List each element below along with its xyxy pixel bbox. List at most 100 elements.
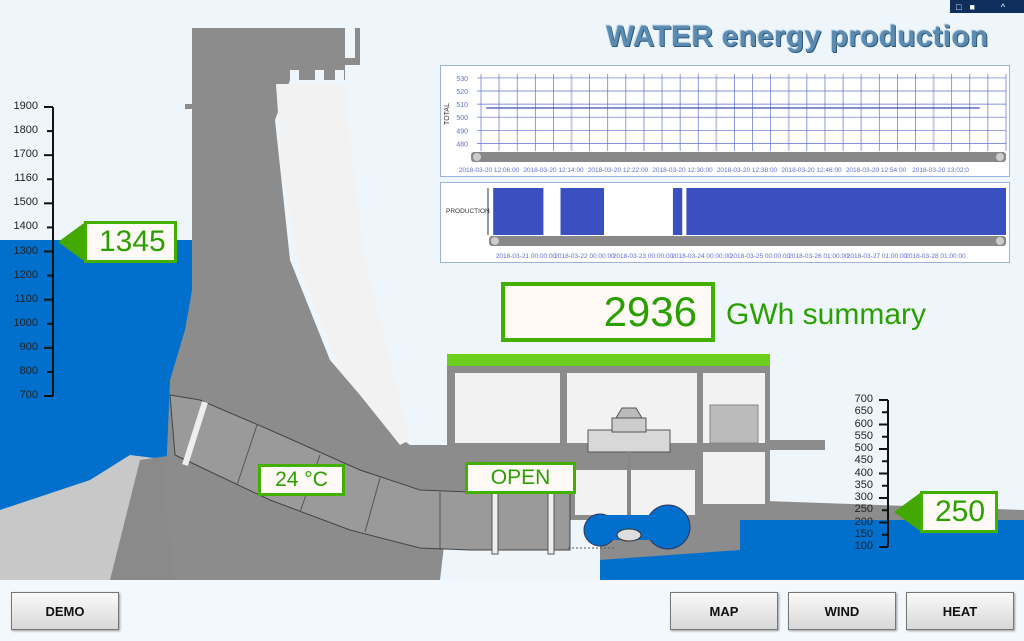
x-tick-label: 2018-03-24 00:00:00 xyxy=(671,253,732,260)
dam-face xyxy=(276,84,410,445)
scale-tick-label: 1400 xyxy=(13,220,38,233)
scale-tick-label: 600 xyxy=(854,417,873,430)
powerhouse-room xyxy=(703,452,765,504)
scale-tick-label: 1000 xyxy=(13,316,38,329)
x-tick-label: 2018-03-21 00:00:00 xyxy=(496,253,557,260)
production-scrollbar[interactable] xyxy=(489,236,1006,246)
pointer-arrow-icon xyxy=(58,223,84,261)
lower-level-value: 250 xyxy=(920,491,998,533)
scale-tick-label: 650 xyxy=(854,405,873,418)
scroll-right-icon[interactable] xyxy=(996,237,1004,245)
lower-level-indicator: 250 xyxy=(894,491,998,533)
powerhouse-room xyxy=(455,373,560,443)
collapse-icon[interactable]: ^ xyxy=(1000,1,1006,12)
y-tick-label: 500 xyxy=(456,115,468,122)
y-tick-label: 530 xyxy=(456,76,468,83)
turbine xyxy=(616,528,642,542)
dam-crenel xyxy=(290,70,299,80)
scale-tick-label: 450 xyxy=(854,454,873,467)
heat-button[interactable]: HEAT xyxy=(906,592,1014,630)
generator xyxy=(587,429,671,453)
production-bar xyxy=(493,188,544,235)
scale-tick-label: 900 xyxy=(19,340,38,353)
temperature-label: 24 °C xyxy=(258,464,345,496)
scale-ticks xyxy=(44,106,888,548)
x-tick-label: 2018-03-20 13:02:0 xyxy=(912,167,969,174)
summary-unit: GWh summary xyxy=(726,298,927,331)
scroll-right-icon[interactable] xyxy=(996,153,1004,161)
penstock-ring xyxy=(182,401,208,466)
y-tick-label: 510 xyxy=(456,102,468,109)
upper-level-indicator: 1345 xyxy=(58,221,177,263)
x-tick-label: 2018-03-20 12:38:00 xyxy=(717,167,778,174)
scale-tick-label: 550 xyxy=(854,429,873,442)
x-tick-label: 2018-03-26 01:00:00 xyxy=(788,253,849,260)
scale-tick-label: 700 xyxy=(19,389,38,401)
scale-tick-label: 150 xyxy=(854,527,873,540)
demo-button[interactable]: DEMO xyxy=(11,592,119,630)
turbine-shaft xyxy=(627,452,631,527)
scale-tick-label: 1160 xyxy=(14,172,38,185)
upper-level-value: 1345 xyxy=(84,221,177,263)
dam-crenel xyxy=(315,70,324,80)
y-tick-label: 490 xyxy=(456,128,468,135)
x-tick-label: 2018-03-22 00:00:00 xyxy=(554,253,615,260)
penstock-joint xyxy=(364,477,381,533)
valve-state-label[interactable]: OPEN xyxy=(465,462,576,494)
scale-tick-label: 1300 xyxy=(13,244,38,257)
y-axis-label: PRODUCTION xyxy=(446,208,490,215)
page-title: WATER energy production xyxy=(606,20,989,53)
scale-tick-label: 100 xyxy=(854,540,873,552)
x-tick-label: 2018-03-20 12:46:00 xyxy=(781,167,842,174)
scale-tick-label: 1100 xyxy=(14,292,38,305)
production-chart-canvas: PRODUCTION 2018-03-21 00:00:002018-03-22 … xyxy=(446,188,1006,260)
scale-tick-label: 350 xyxy=(854,478,873,491)
scale-tick-label: 1700 xyxy=(13,148,38,161)
x-tick-label: 2018-03-25 00:00:00 xyxy=(730,253,791,260)
penstock xyxy=(169,394,571,551)
x-tick-label: 2018-03-27 01:00:00 xyxy=(847,253,908,260)
scale-tick-label: 1200 xyxy=(13,268,38,281)
x-tick-label: 2018-03-28 01:00:00 xyxy=(905,253,966,260)
scroll-left-icon[interactable] xyxy=(491,237,499,245)
y-tick-label: 480 xyxy=(456,141,468,148)
dam-ledge xyxy=(185,104,193,109)
y-tick-label: 520 xyxy=(456,89,468,96)
x-tick-label: 2018-03-20 12:22:00 xyxy=(588,167,649,174)
summary-value: 2936 xyxy=(501,282,715,342)
scale-tick-label: 700 xyxy=(854,393,873,405)
outlet-ledge xyxy=(770,440,825,450)
ground-slope xyxy=(110,455,175,580)
x-tick-label: 2018-03-20 12:30:00 xyxy=(652,167,713,174)
penstock-joint xyxy=(236,424,258,486)
generator-cap xyxy=(615,407,643,419)
scale-tick-label: 400 xyxy=(854,466,873,479)
x-tick-label: 2018-03-20 12:14:00 xyxy=(523,167,584,174)
monitor-icon[interactable]: □ xyxy=(956,1,962,12)
production-bar xyxy=(686,188,1006,235)
scale-tick-label: 300 xyxy=(854,491,873,503)
production-bar xyxy=(672,188,683,235)
x-tick-label: 2018-03-20 12:54:00 xyxy=(846,167,907,174)
x-tick-label: 2018-03-23 00:00:00 xyxy=(613,253,674,260)
scale-tick-label: 200 xyxy=(854,515,873,528)
scale-tick-label: 1800 xyxy=(13,124,38,137)
pointer-arrow-icon xyxy=(894,493,920,531)
valve xyxy=(491,487,499,555)
powerhouse-roof xyxy=(447,354,770,366)
dam-notch xyxy=(345,28,355,58)
scale-tick-label: 250 xyxy=(854,503,873,516)
map-button[interactable]: MAP xyxy=(670,592,778,630)
dam-crenel xyxy=(335,70,344,80)
x-tick-label: 2018-03-20 12:06:00 xyxy=(459,167,520,174)
scale-tick-label: 1500 xyxy=(13,196,38,209)
wind-button[interactable]: WIND xyxy=(788,592,896,630)
scroll-left-icon[interactable] xyxy=(473,153,481,161)
total-scrollbar[interactable] xyxy=(471,152,1006,162)
generator-housing xyxy=(611,417,647,433)
stop-icon[interactable]: ■ xyxy=(969,1,975,12)
window-controls: □ ■ ^ xyxy=(950,0,1024,13)
